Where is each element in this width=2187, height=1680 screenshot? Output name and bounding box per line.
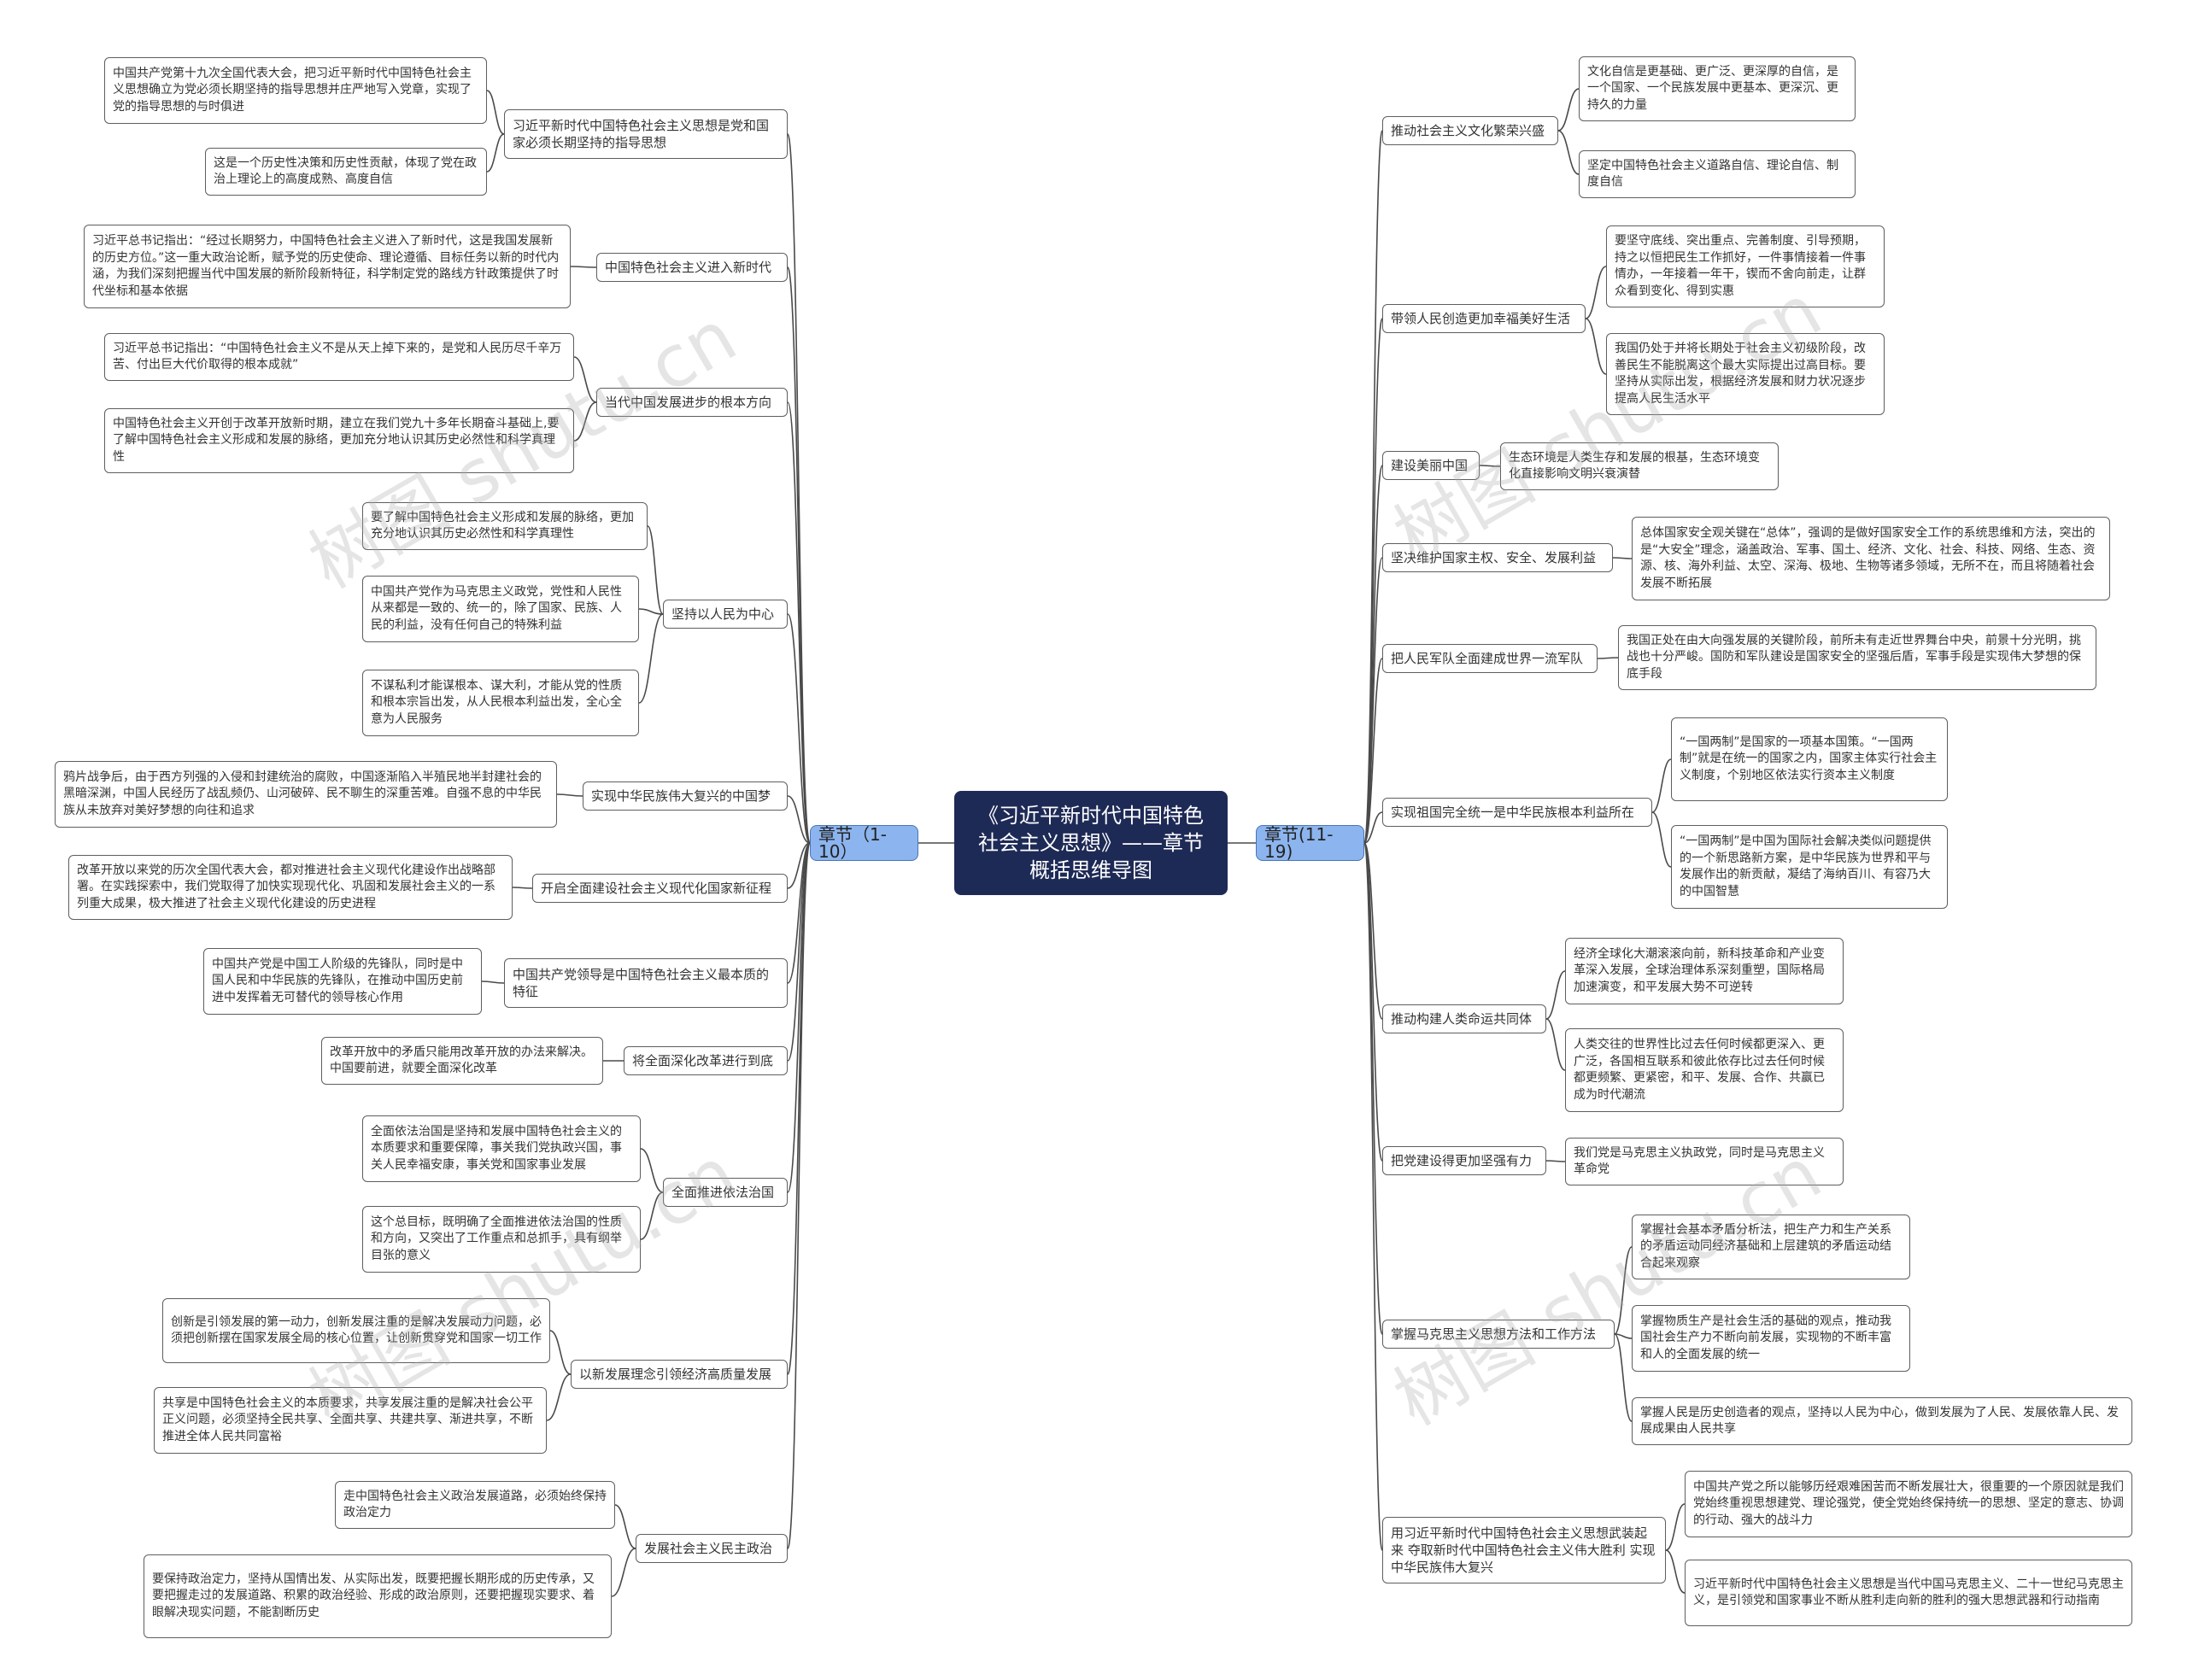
left-leaf: 全面依法治国是坚持和发展中国特色社会主义的本质要求和重要保障，事关我们党执政兴国… [362, 1115, 641, 1182]
left-branch-people-centered[interactable]: 坚持以人民为中心 [663, 600, 788, 629]
right-leaf: 掌握人民是历史创造者的观点，坚持以人民为中心，做到发展为了人民、发展依靠人民、发… [1632, 1397, 2132, 1445]
right-branch-arm-with-thought[interactable]: 用习近平新时代中国特色社会主义思想武装起来 夺取新时代中国特色社会主义伟大胜利 … [1382, 1517, 1666, 1583]
central-topic[interactable]: 《习近平新时代中国特色社会主义思想》——章节概括思维导图 [954, 791, 1228, 895]
right-branch-military[interactable]: 把人民军队全面建成世界一流军队 [1382, 644, 1598, 673]
left-branch-democracy[interactable]: 发展社会主义民主政治 [636, 1534, 788, 1563]
left-branch-rule-of-law[interactable]: 全面推进依法治国 [663, 1178, 788, 1207]
right-leaf: 中国共产党之所以能够历经艰难困苦而不断发展壮大，很重要的一个原因就是我们党始终重… [1685, 1471, 2132, 1537]
right-branch-sovereignty[interactable]: 坚决维护国家主权、安全、发展利益 [1382, 543, 1613, 572]
right-leaf: 经济全球化大潮滚滚向前，新科技革命和产业变革深入发展，全球治理体系深刻重塑，国际… [1565, 938, 1844, 1004]
right-leaf: 我们党是马克思主义执政党，同时是马克思主义革命党 [1565, 1138, 1844, 1185]
left-leaf: 这个总目标，既明确了全面推进依法治国的性质和方向，又突出了工作重点和总抓手，具有… [362, 1206, 641, 1273]
left-branch-guiding-thought[interactable]: 习近平新时代中国特色社会主义思想是党和国家必须长期坚持的指导思想 [504, 109, 788, 159]
left-branch-new-era[interactable]: 中国特色社会主义进入新时代 [596, 253, 788, 282]
right-branch-better-life[interactable]: 带领人民创造更加幸福美好生活 [1382, 304, 1586, 333]
right-leaf: 掌握社会基本矛盾分析法，把生产力和生产关系的矛盾运动同经济基础和上层建筑的矛盾运… [1632, 1215, 1910, 1279]
left-leaf: 中国共产党是中国工人阶级的先锋队，同时是中国人民和中华民族的先锋队，在推动中国历… [203, 948, 482, 1015]
right-branch-reunification[interactable]: 实现祖国完全统一是中华民族根本利益所在 [1382, 798, 1652, 827]
left-leaf: 要了解中国特色社会主义形成和发展的脉络，更加充分地认识其历史必然性和科学真理性 [362, 502, 648, 550]
left-leaf: 共享是中国特色社会主义的本质要求，共享发展注重的是解决社会公平正义问题，必须坚持… [154, 1387, 547, 1454]
left-leaf: 这是一个历史性决策和历史性贡献，体现了党在政治上理论上的高度成熟、高度自信 [205, 148, 487, 196]
left-branch-deepen-reform[interactable]: 将全面深化改革进行到底 [624, 1046, 788, 1075]
left-leaf: 鸦片战争后，由于西方列强的入侵和封建统治的腐败，中国逐渐陷入半殖民地半封建社会的… [55, 761, 557, 828]
right-branch-shared-future[interactable]: 推动构建人类命运共同体 [1382, 1004, 1546, 1033]
right-branch-beautiful-china[interactable]: 建设美丽中国 [1382, 451, 1480, 480]
right-leaf: 人类交往的世界性比过去任何时候都更深入、更广泛，各国相互联系和彼此依存比过去任何… [1565, 1028, 1844, 1112]
left-leaf: 走中国特色社会主义政治发展道路，必须始终保持政治定力 [335, 1481, 615, 1529]
chapter-left-1-10[interactable]: 章节（1-10） [810, 825, 918, 861]
left-leaf: 中国特色社会主义开创于改革开放新时期，建立在我们党九十多年长期奋斗基础上,要了解… [104, 408, 574, 473]
right-leaf: 我国正处在由大向强发展的关键阶段，前所未有走近世界舞台中央，前景十分光明，挑战也… [1618, 625, 2096, 690]
right-leaf: 生态环境是人类生存和发展的根基，生态环境变化直接影响文明兴衰演替 [1500, 442, 1779, 490]
left-branch-fundamental-direction[interactable]: 当代中国发展进步的根本方向 [596, 388, 788, 417]
left-leaf: 改革开放中的矛盾只能用改革开放的办法来解决。中国要前进，就要全面深化改革 [321, 1037, 603, 1085]
right-branch-marxist-methods[interactable]: 掌握马克思主义思想方法和工作方法 [1382, 1320, 1615, 1349]
left-leaf: 习近平总书记指出：“中国特色社会主义不是从天上掉下来的，是党和人民历尽千辛万苦、… [104, 333, 574, 381]
left-leaf: 不谋私利才能谋根本、谋大利，才能从党的性质和根本宗旨出发，从人民根本利益出发，全… [362, 670, 639, 736]
right-leaf: 坚定中国特色社会主义道路自信、理论自信、制度自信 [1579, 150, 1856, 198]
chapter-right-11-19[interactable]: 章节(11-19) [1256, 825, 1364, 861]
left-leaf: 创新是引领发展的第一动力，创新发展注重的是解决发展动力问题，必须把创新摆在国家发… [162, 1298, 550, 1363]
left-branch-chinese-dream[interactable]: 实现中华民族伟大复兴的中国梦 [583, 781, 788, 811]
right-leaf: 要坚守底线、突出重点、完善制度、引导预期，持之以恒把民生工作抓好，一件事情接着一… [1606, 225, 1885, 307]
right-leaf: 我国仍处于并将长期处于社会主义初级阶段，改善民生不能脱离这个最大实际提出过高目标… [1606, 333, 1885, 415]
right-leaf: “一国两制”是中国为国际社会解决类似问题提供的一个新思路新方案，是中华民族为世界… [1671, 825, 1948, 909]
left-branch-modernization[interactable]: 开启全面建设社会主义现代化国家新征程 [532, 874, 788, 903]
left-leaf: 要保持政治定力，坚持从国情出发、从实际出发，既要把握长期形成的历史传承，又要把握… [144, 1554, 612, 1638]
right-leaf: “一国两制”是国家的一项基本国策。“一国两制”就是在统一的国家之内，国家主体实行… [1671, 717, 1948, 801]
left-branch-new-development[interactable]: 以新发展理念引领经济高质量发展 [571, 1360, 788, 1389]
left-leaf: 中国共产党第十九次全国代表大会，把习近平新时代中国特色社会主义思想确立为党必须长… [104, 57, 487, 124]
right-leaf: 总体国家安全观关键在“总体”，强调的是做好国家安全工作的系统思维和方法，突出的是… [1632, 517, 2110, 600]
left-leaf: 习近平总书记指出：“经过长期努力，中国特色社会主义进入了新时代，这是我国发展新的… [84, 225, 571, 308]
left-leaf: 改革开放以来党的历次全国代表大会，都对推进社会主义现代化建设作出战略部署。在实践… [68, 855, 513, 920]
right-branch-culture[interactable]: 推动社会主义文化繁荣兴盛 [1382, 116, 1558, 145]
left-branch-party-leadership[interactable]: 中国共产党领导是中国特色社会主义最本质的特征 [504, 958, 788, 1008]
right-leaf: 文化自信是更基础、更广泛、更深厚的自信，是一个国家、一个民族发展中更基本、更深沉… [1579, 56, 1856, 121]
right-leaf: 习近平新时代中国特色社会主义思想是当代中国马克思主义、二十一世纪马克思主义，是引… [1685, 1560, 2132, 1626]
left-leaf: 中国共产党作为马克思主义政党，党性和人民性从来都是一致的、统一的，除了国家、民族… [362, 576, 639, 642]
right-branch-party-building[interactable]: 把党建设得更加坚强有力 [1382, 1146, 1546, 1175]
right-leaf: 掌握物质生产是社会生活的基础的观点，推动我国社会生产力不断向前发展，实现物的不断… [1632, 1305, 1910, 1372]
